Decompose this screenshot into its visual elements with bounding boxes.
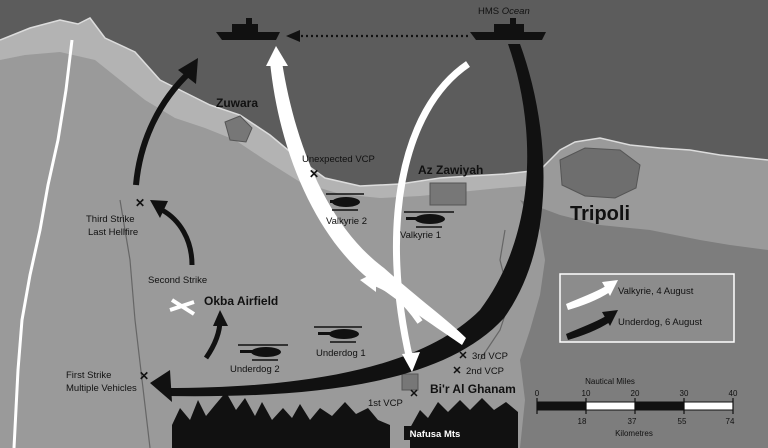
nafusa-mountains-left — [172, 392, 390, 448]
marker-3rd-vcp: ✕ — [458, 350, 467, 362]
valkyrie-route-outbound-arrowhead — [402, 352, 420, 372]
underdog-route-north-arrowhead — [178, 58, 198, 84]
label-multiple-vehicles: Multiple Vehicles — [66, 383, 137, 394]
underdog-okba-arrowhead — [213, 310, 228, 326]
bir-al-ghanam-town — [401, 373, 419, 391]
underdog-route-north — [133, 69, 193, 186]
label-third-strike: Third Strike — [86, 214, 135, 225]
legend-underdog-arrow — [566, 316, 610, 340]
scale-nm-tick-1: 10 — [582, 389, 591, 398]
label-okba-airfield: Okba Airfield — [204, 294, 278, 308]
tripoli-town — [559, 147, 641, 199]
legend-valkyrie-arrow — [566, 286, 610, 310]
label-underdog-2: Underdog 2 — [230, 364, 280, 375]
coastline — [0, 17, 768, 187]
okba-airfield-icon — [169, 298, 196, 316]
label-tripoli: Tripoli — [570, 203, 630, 225]
underdog-second-strike-arrowhead — [150, 200, 168, 218]
border-line — [12, 39, 74, 448]
label-first-strike: First Strike — [66, 370, 111, 381]
valkyrie-branch-arrowhead — [360, 272, 376, 292]
marker-1st-vcp: ✕ — [409, 388, 418, 400]
marker-unexpected-vcp: ✕ — [309, 167, 319, 181]
scale-nm-tick-3: 30 — [680, 389, 689, 398]
label-2nd-vcp: 2nd VCP — [466, 366, 504, 377]
scale-nm-tick-2: 20 — [631, 389, 640, 398]
scale-km-tick-0: 18 — [578, 417, 587, 426]
coastal-strip — [0, 18, 540, 198]
label-zuwara: Zuwara — [216, 96, 258, 110]
label-1st-vcp: 1st VCP — [368, 398, 403, 409]
marker-third-strike: ✕ — [135, 196, 145, 210]
ship-icon-anchored — [216, 18, 280, 40]
scale-nm-tick-0: 0 — [535, 389, 540, 398]
scale-nautical-title: Nautical Miles — [585, 377, 635, 386]
label-valkyrie-2: Valkyrie 2 — [326, 216, 367, 227]
legend-valkyrie-label: Valkyrie, 4 August — [618, 286, 694, 297]
scale-km-tick-1: 37 — [628, 417, 637, 426]
label-second-strike: Second Strike — [148, 275, 207, 286]
legend-valkyrie-arrowhead — [602, 280, 618, 296]
helicopter-icon-underdog-2 — [238, 344, 288, 361]
legend-underdog-label: Underdog, 6 August — [618, 317, 702, 328]
legend-underdog-arrowhead — [602, 310, 618, 326]
scale-bar: Nautical Miles Kilometres 0 10 20 30 40 … — [535, 377, 738, 438]
scale-km-tick-2: 55 — [678, 417, 687, 426]
ship-icon-hms-ocean — [470, 18, 546, 40]
road-line — [119, 199, 151, 448]
label-3rd-vcp: 3rd VCP — [472, 351, 508, 362]
ship-transit-arrowhead — [286, 30, 300, 42]
label-unexpected-vcp: Unexpected VCP — [302, 154, 375, 165]
marker-first-strike: ✕ — [139, 369, 149, 383]
valkyrie-route-return-arrowhead — [266, 46, 288, 66]
zuwara-town — [224, 115, 253, 143]
scale-nm-tick-4: 40 — [729, 389, 738, 398]
label-bir-al-ghanam: Bi'r Al Ghanam — [430, 382, 516, 396]
label-az-zawiyah: Az Zawiyah — [418, 163, 483, 177]
helicopter-icon-underdog-1 — [314, 326, 362, 343]
valkyrie-branch — [370, 279, 423, 324]
label-valkyrie-1: Valkyrie 1 — [400, 230, 441, 241]
underdog-second-strike-arc — [160, 207, 195, 266]
az-zawiyah-town — [429, 182, 467, 206]
nafusa-label: Nafusa Mts — [410, 429, 461, 440]
nafusa-label-box — [404, 426, 466, 440]
helicopter-icon-valkyrie-1 — [404, 211, 454, 228]
marker-2nd-vcp: ✕ — [452, 365, 461, 377]
scale-km-title: Kilometres — [615, 429, 653, 438]
valkyrie-route-outbound — [392, 61, 470, 361]
helicopter-icon-valkyrie-2 — [326, 193, 364, 211]
scale-km-tick-3: 74 — [726, 417, 735, 426]
underdog-route-arrowhead — [150, 370, 172, 402]
label-underdog-1: Underdog 1 — [316, 348, 366, 359]
ship-label: HMS Ocean — [478, 6, 530, 17]
label-last-hellfire: Last Hellfire — [88, 227, 138, 238]
